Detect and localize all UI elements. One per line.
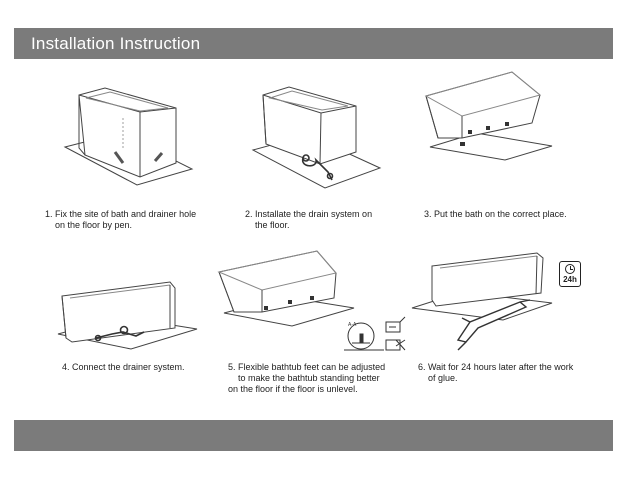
- caption-line: 2. Installate the drain system on: [245, 209, 373, 219]
- footer-band: [14, 420, 613, 451]
- caption-line: 1. Fix the site of bath and drainer hole: [45, 209, 197, 219]
- page-title: Installation Instruction: [31, 33, 201, 53]
- caption-line: 5. Flexible bathtub feet can be adjusted: [228, 362, 386, 372]
- step-5-caption: 5. Flexible bathtub feet can be adjusted…: [228, 362, 385, 395]
- caption-line: of glue.: [428, 373, 458, 383]
- caption-line: 6. Wait for 24 hours later after the wor…: [418, 362, 574, 372]
- clock-icon: [565, 264, 575, 274]
- caption-line: 4. Connect the drainer system.: [62, 362, 185, 372]
- caption-line: to make the bathtub standing better: [238, 373, 380, 383]
- step-2-caption: 2. Installate the drain system on the fl…: [245, 209, 372, 231]
- detail-inset-label: A-A: [348, 322, 357, 328]
- step-1-caption: 1. Fix the site of bath and drainer hole…: [45, 209, 196, 231]
- badge-label: 24h: [563, 275, 577, 284]
- caption-line: the floor.: [255, 220, 290, 230]
- step-3-caption: 3. Put the bath on the correct place.: [424, 209, 567, 220]
- step-4-caption: 4. Connect the drainer system.: [62, 362, 185, 373]
- caption-line: on the floor if the floor is unlevel.: [228, 384, 358, 394]
- caption-line: on the floor by pen.: [55, 220, 133, 230]
- header-band: Installation Instruction: [14, 28, 613, 59]
- step-6-caption: 6. Wait for 24 hours later after the wor…: [418, 362, 573, 384]
- 24-hour-badge: 24h: [559, 261, 581, 287]
- caption-line: 3. Put the bath on the correct place.: [424, 209, 567, 219]
